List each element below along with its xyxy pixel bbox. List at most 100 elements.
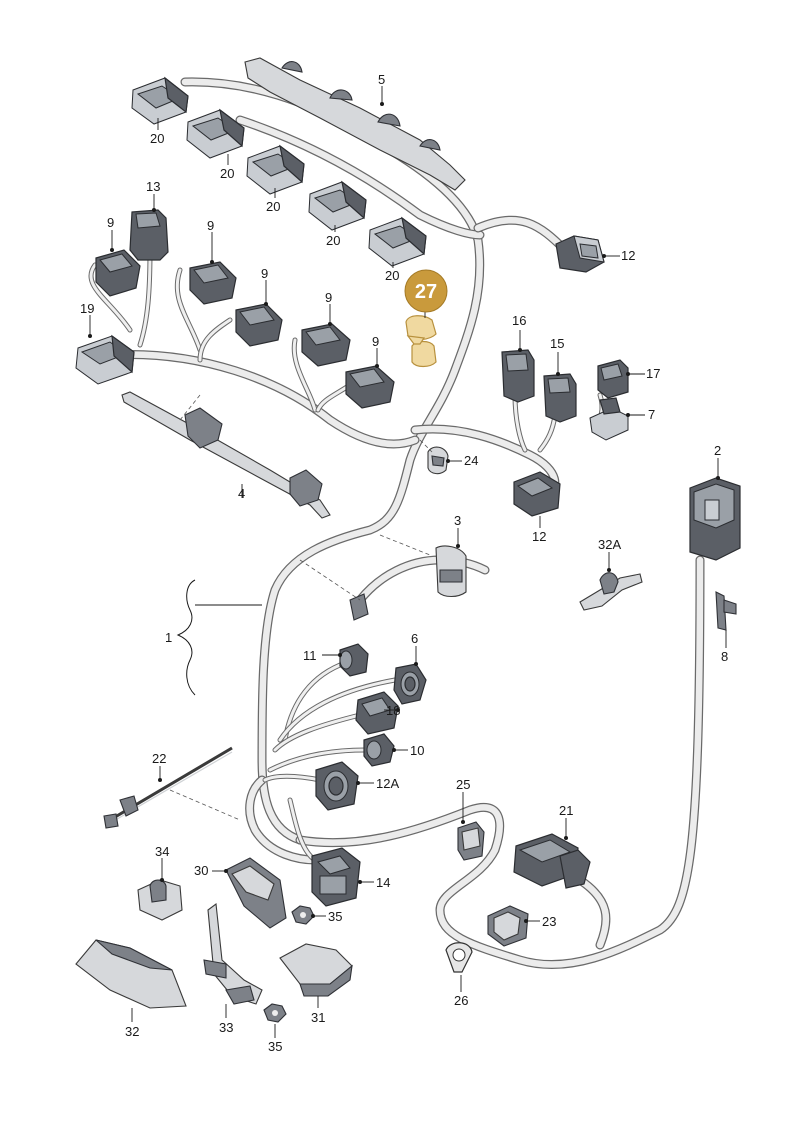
part-30-bracket[interactable] [225,857,287,929]
connector-12-top[interactable] [555,235,605,273]
callout-17: 17 [646,366,660,381]
connector-9-c[interactable] [235,303,283,347]
part-4-bracket-rail[interactable] [121,391,331,519]
part-3-dashed-guide-b [379,534,431,556]
callout-2: 2 [714,443,721,458]
part-24-clip[interactable] [427,446,449,475]
callout-12-top: 12 [621,248,635,263]
callout-labels: 5 20 20 20 20 20 13 9 9 9 9 9 19 12 16 1… [80,72,728,1054]
part-22-dashed-guide [169,789,241,821]
callout-22: 22 [152,751,166,766]
callout-20-b: 20 [220,166,234,181]
callout-30: 30 [194,863,208,878]
part-34-holder[interactable] [137,879,183,921]
callout-16: 16 [512,313,526,328]
item-1-bracket [176,579,262,696]
callout-9-c: 9 [261,266,268,281]
callout-20-a: 20 [150,131,164,146]
callout-20-c: 20 [266,199,280,214]
callout-20-d: 20 [326,233,340,248]
callout-32: 32 [125,1024,139,1039]
connector-20-e[interactable] [368,216,427,267]
connector-6[interactable] [393,663,427,705]
connector-9-e[interactable] [345,365,395,409]
connector-20-b[interactable] [186,108,245,159]
highlight-badge-27[interactable]: 27 [404,269,448,313]
connector-13[interactable] [129,209,169,261]
callout-8: 8 [721,649,728,664]
callout-5: 5 [378,72,385,87]
leader-lines [88,86,727,1038]
callout-9-d: 9 [325,290,332,305]
highlight-badge-label: 27 [415,281,437,303]
callout-10: 10 [410,743,424,758]
connector-7[interactable] [589,397,629,441]
callout-3: 3 [454,513,461,528]
part-25-clip[interactable] [457,821,485,861]
part-4-dashed-guide [179,394,201,421]
callout-20-e: 20 [385,268,399,283]
part-23-bracket[interactable] [487,905,529,947]
callout-9-e: 9 [372,334,379,349]
callout-33: 33 [219,1020,233,1035]
part-31-cover[interactable] [279,943,353,997]
connector-14[interactable] [311,847,361,907]
connector-15[interactable] [543,373,577,423]
part-3-sleeve[interactable] [349,545,490,621]
callout-23: 23 [542,914,556,929]
connector-10[interactable] [363,733,395,767]
callout-11: 11 [303,648,317,663]
part-33-bracket[interactable] [203,902,263,1005]
callout-9-a: 9 [107,215,114,230]
connector-20-d[interactable] [308,180,367,231]
connector-19[interactable] [75,334,135,385]
connector-20-c[interactable] [246,144,305,195]
callout-14: 14 [376,875,390,890]
part-27-clip[interactable] [405,315,437,368]
callout-13: 13 [146,179,160,194]
callout-12-middle: 12 [532,529,546,544]
part-3-dashed-guide-a [299,559,361,601]
connector-20-group [131,76,427,267]
connector-9-a[interactable] [95,249,141,297]
part-8-bracket[interactable] [715,591,737,631]
main-harness [105,77,705,970]
callout-21: 21 [559,803,573,818]
callout-26: 26 [454,993,468,1008]
callout-19: 19 [80,301,94,316]
connector-16[interactable] [501,349,535,403]
callout-32A: 32A [598,537,621,552]
callout-35-b: 35 [268,1039,282,1054]
part-32-cover[interactable] [75,939,187,1009]
connector-20-a[interactable] [131,76,189,125]
connector-11[interactable] [339,643,369,677]
callout-31: 31 [311,1010,325,1025]
part-26-clamp[interactable] [445,942,473,973]
callout-25: 25 [456,777,470,792]
part-35-nut-a[interactable] [291,905,315,925]
callout-9-b: 9 [207,218,214,233]
callout-1: 1 [165,630,172,645]
part-2-connector[interactable] [689,477,741,561]
callout-6: 6 [411,631,418,646]
connector-9-group [95,249,395,409]
callout-35-a: 35 [328,909,342,924]
part-32A-bracket[interactable] [579,572,643,611]
part-22-cable-tie[interactable] [103,746,233,829]
connector-12-middle[interactable] [513,471,561,517]
part-24-dashed-guide [419,439,433,453]
callout-34: 34 [155,844,169,859]
connector-12A[interactable] [315,761,359,811]
connector-18[interactable] [355,691,399,735]
callout-12A: 12A [376,776,399,791]
part-35-nut-b[interactable] [263,1003,287,1023]
part-21-connector[interactable] [513,833,591,889]
connector-9-d[interactable] [301,323,351,367]
callout-7: 7 [648,407,655,422]
callout-18: 18 [386,703,400,718]
part-5-bracket-strip[interactable] [244,57,466,191]
connector-17[interactable] [597,359,629,399]
callout-24: 24 [464,453,478,468]
connector-9-b[interactable] [189,261,237,305]
